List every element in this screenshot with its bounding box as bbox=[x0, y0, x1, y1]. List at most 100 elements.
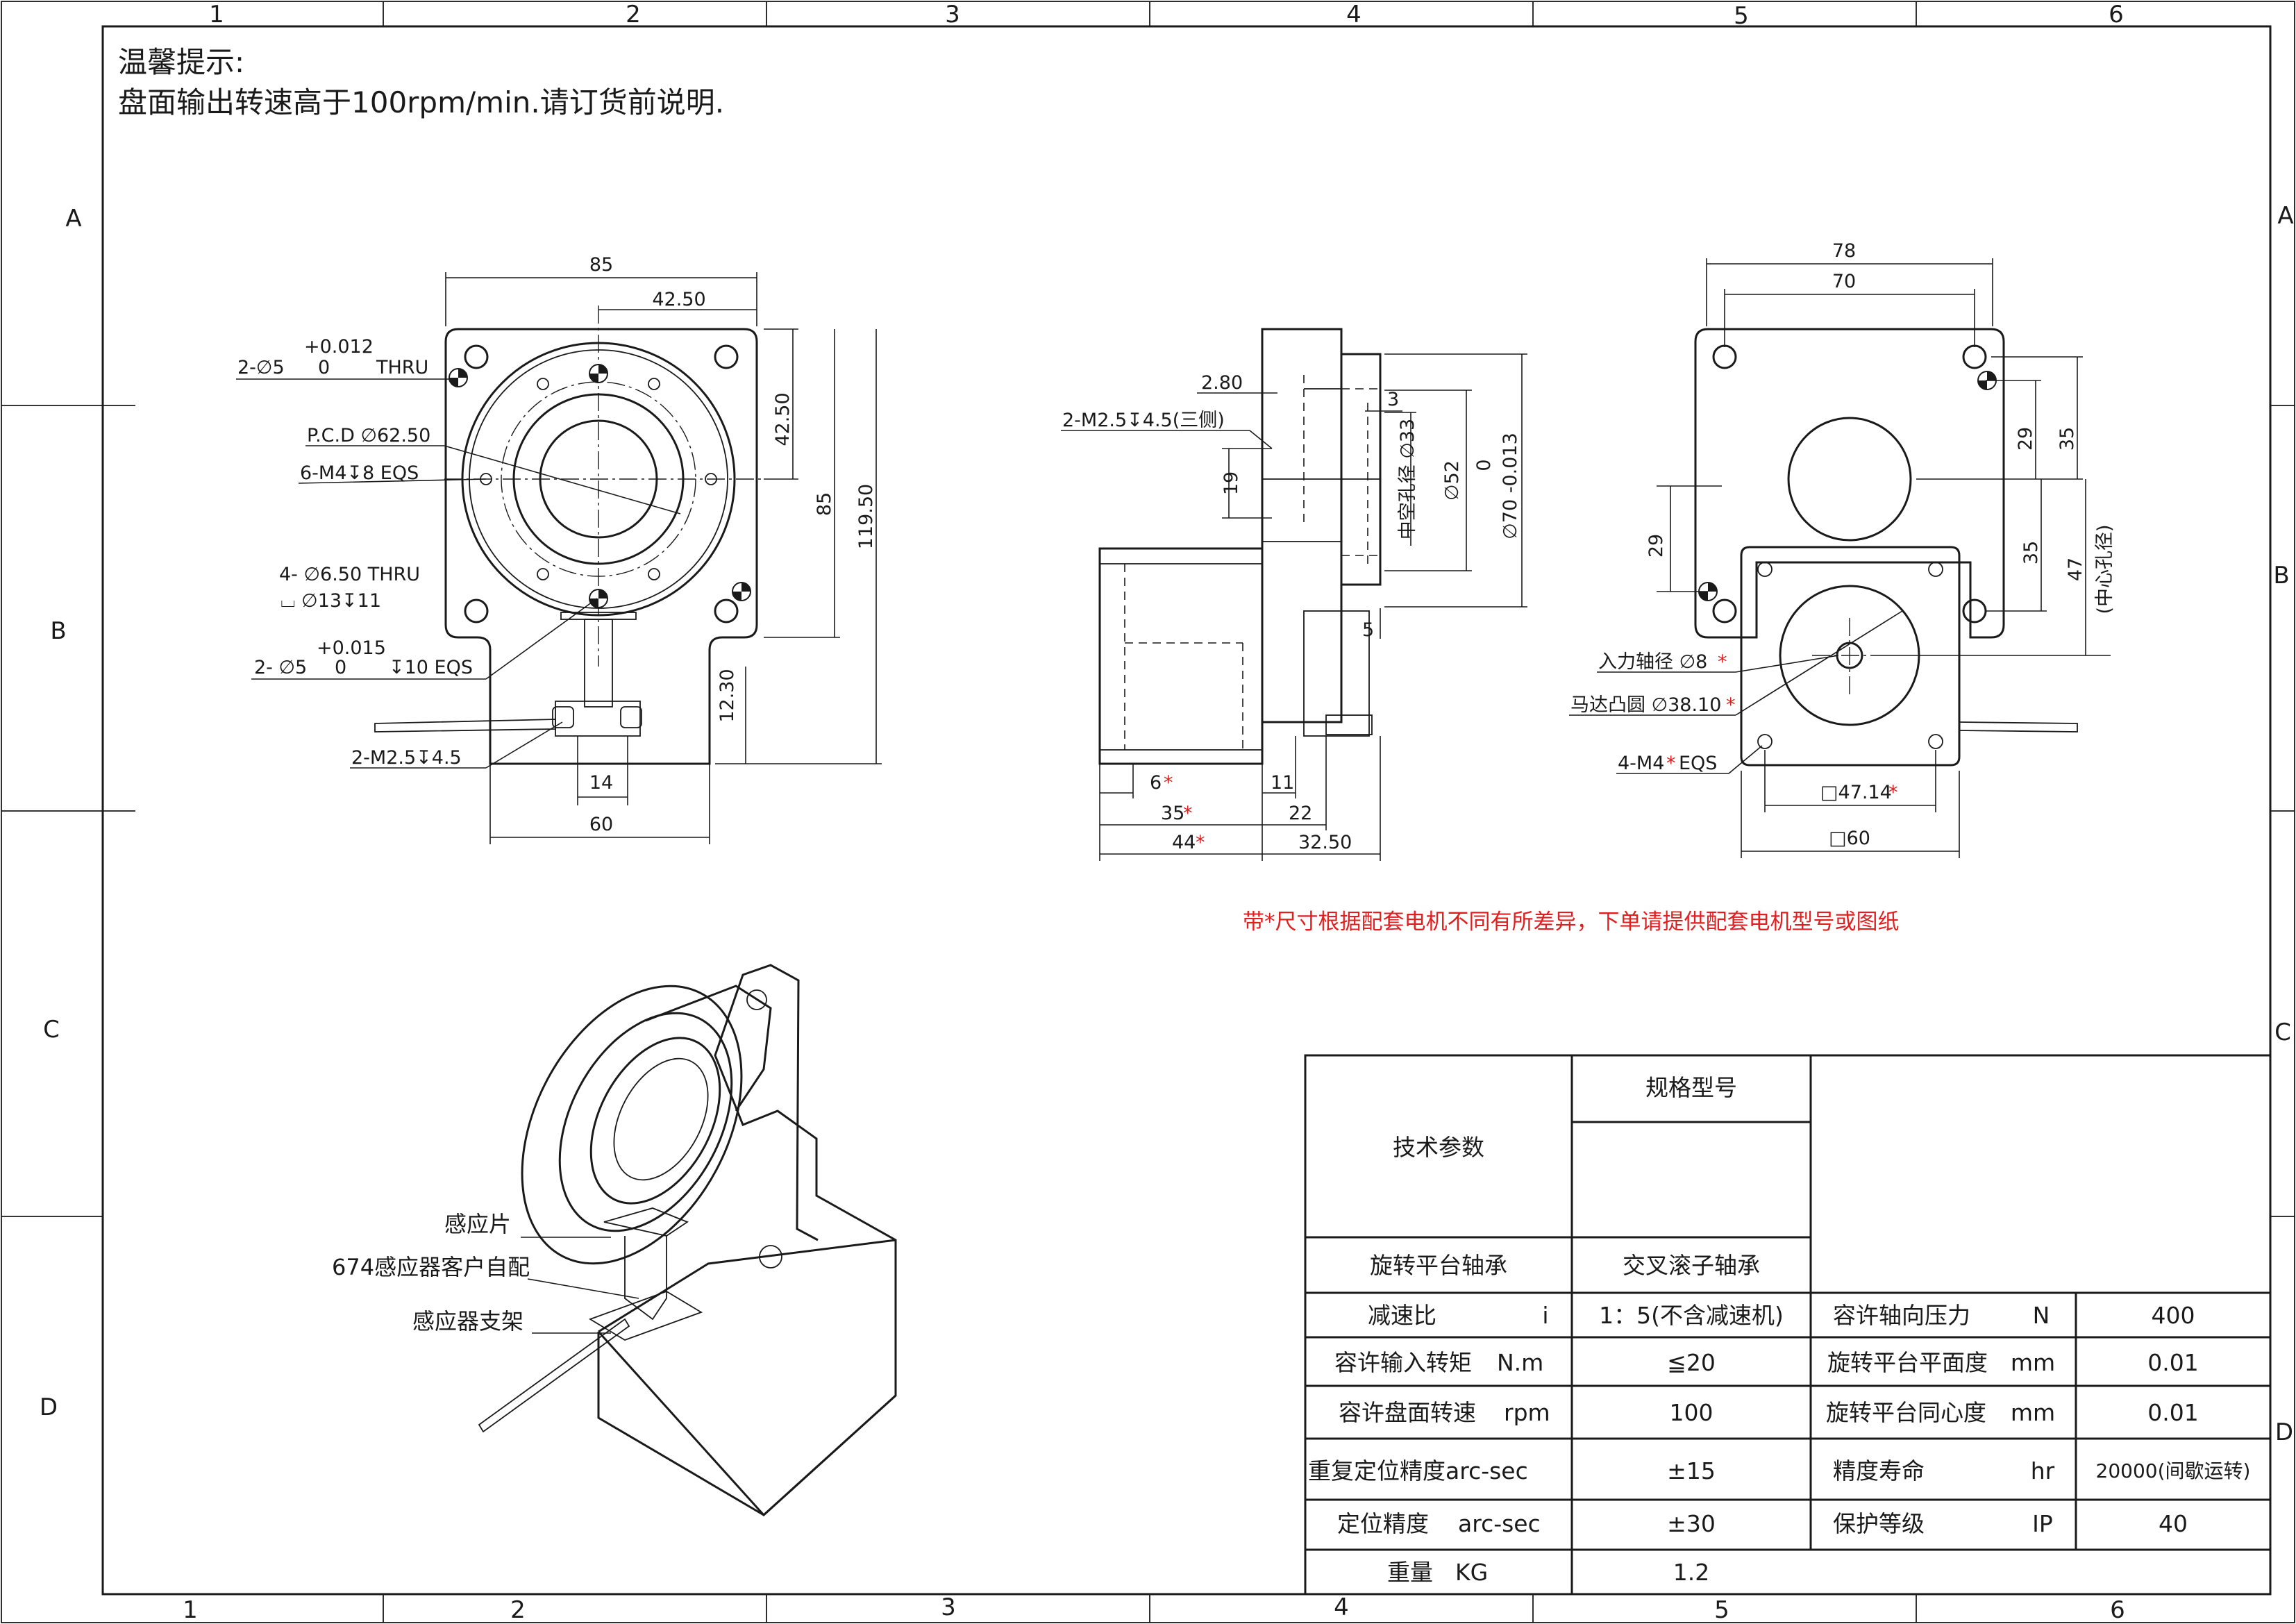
square-60-label: □60 bbox=[1829, 828, 1870, 849]
row-unit-left: arc-sec bbox=[1458, 1510, 1541, 1537]
tapped-holes bbox=[480, 378, 717, 580]
row-value-right: 400 bbox=[2152, 1302, 2195, 1329]
row-name-right: 容许轴向压力 bbox=[1833, 1302, 1970, 1329]
spec-table: 技术参数 规格型号 旋转平台轴承 交叉滚子轴承 减速比 i 1：5(不含减速机)… bbox=[1304, 1054, 2272, 1596]
dim-32-50: 32.50 bbox=[1298, 832, 1352, 853]
rear-view: 78 70 29 35 35 47 (中心孔径) 29 入力轴径 ∅8 * 马达… bbox=[1569, 240, 2115, 858]
dim-85-vertical: 85 bbox=[814, 492, 835, 516]
iso-sensor-wire bbox=[478, 1318, 630, 1433]
dim-2-80: 2.80 bbox=[1201, 372, 1243, 394]
row-name-left: 重复定位精度arc-sec bbox=[1308, 1457, 1528, 1484]
table-header-model: 规格型号 bbox=[1645, 1074, 1737, 1101]
side-sensor-block bbox=[1303, 610, 1370, 737]
row-name-left: 定位精度 bbox=[1337, 1510, 1429, 1537]
table-row: 定位精度 arc-sec ±30 保护等级 IP 40 bbox=[1337, 1510, 2188, 1537]
notice: 温馨提示: 盘面输出转速高于100rpm/min.请订货前说明. bbox=[118, 45, 724, 119]
col-label-3-bottom: 3 bbox=[941, 1593, 956, 1621]
weight-unit: KG bbox=[1455, 1559, 1488, 1586]
row-value-left: ≦20 bbox=[1667, 1349, 1716, 1376]
table-row: 重复定位精度arc-sec ±15 精度寿命 hr 20000(间歇运转) bbox=[1308, 1457, 2250, 1484]
star-44: * bbox=[1196, 832, 1205, 853]
dim-47: 47 bbox=[2065, 558, 2086, 581]
m4-tapped-label: 6-M4↧8 EQS bbox=[300, 462, 419, 484]
col-label-4: 4 bbox=[1346, 1, 1361, 28]
dim-6: 6 bbox=[1150, 772, 1162, 794]
row-name-left: 容许盘面转速 bbox=[1339, 1399, 1476, 1426]
row-label-a: A bbox=[65, 205, 81, 233]
row-label-a-right: A bbox=[2277, 202, 2293, 230]
dim-52: ∅52 bbox=[1441, 460, 1463, 501]
row-unit-right: IP bbox=[2032, 1510, 2053, 1537]
col-label-5-bottom: 5 bbox=[1714, 1596, 1729, 1624]
row-name-right: 旋转平台同心度 bbox=[1826, 1399, 1986, 1426]
row-value-left: ±15 bbox=[1667, 1457, 1716, 1484]
row-value-right: 40 bbox=[2159, 1510, 2188, 1537]
dim-85-top: 85 bbox=[589, 254, 613, 276]
center-hole-label: (中心孔径) bbox=[2094, 524, 2115, 614]
table-row: 容许盘面转速 rpm 100 旋转平台同心度 mm 0.01 bbox=[1339, 1399, 2199, 1426]
dim-35-top-right: 35 bbox=[2056, 427, 2078, 451]
rear-center-boss bbox=[1787, 417, 1912, 542]
iso-housing bbox=[521, 985, 743, 1265]
depth-10-eqs: ↧10 EQS bbox=[389, 657, 473, 678]
dim-60: 60 bbox=[589, 814, 613, 835]
row-name-left: 容许输入转矩 bbox=[1334, 1349, 1472, 1376]
m2-5-label: 2-M2.5↧4.5 bbox=[351, 747, 462, 769]
col-label-5: 5 bbox=[1734, 2, 1749, 30]
dim-35: 35 bbox=[1161, 803, 1184, 824]
star-m4: * bbox=[1666, 753, 1676, 774]
dim-19: 19 bbox=[1221, 471, 1242, 495]
star-35: * bbox=[1183, 803, 1193, 824]
row-name-right: 精度寿命 bbox=[1833, 1457, 1925, 1484]
side-flange bbox=[1340, 353, 1382, 586]
rear-motor-flange bbox=[1740, 546, 1961, 767]
dim-42-50-top: 42.50 bbox=[652, 289, 705, 310]
dim-11: 11 bbox=[1271, 772, 1294, 794]
tol-zero-70: 0 bbox=[1473, 459, 1495, 471]
counterbore-label: ⌴ ∅13↧11 bbox=[280, 590, 381, 612]
row-label-c-right: C bbox=[2274, 1019, 2291, 1046]
hole-4-650-label: 4- ∅6.50 THRU bbox=[279, 564, 420, 585]
weight-name: 重量 bbox=[1387, 1559, 1433, 1586]
dim-5: 5 bbox=[1362, 619, 1374, 641]
col-label-6-bottom: 6 bbox=[2110, 1596, 2125, 1624]
tol-plus-012: +0.012 bbox=[304, 336, 374, 358]
col-label-2: 2 bbox=[626, 1, 641, 28]
dim-14: 14 bbox=[589, 772, 613, 794]
pcd-label: P.C.D ∅62.50 bbox=[307, 425, 430, 446]
row-value-left: 1：5(不含减速机) bbox=[1599, 1302, 1784, 1329]
dim-22: 22 bbox=[1289, 803, 1312, 824]
sensor-wire bbox=[374, 719, 556, 733]
motor-variance-note: 带*尺寸根据配套电机不同有所差异，下单请提供配套电机型号或图纸 bbox=[1243, 910, 1900, 935]
m2-5-side-label: 2-M2.5↧4.5(三侧) bbox=[1062, 410, 1225, 431]
row-label-b-right: B bbox=[2273, 562, 2289, 589]
thru-label: THRU bbox=[376, 357, 428, 378]
dim-44: 44 bbox=[1172, 832, 1196, 853]
tol-zero-1: 0 bbox=[318, 357, 330, 378]
m4-rear-label: 4-M4 bbox=[1618, 753, 1664, 774]
col-label-6: 6 bbox=[2109, 1, 2124, 28]
row-unit-left: N.m bbox=[1497, 1349, 1543, 1376]
tol-zero-2: 0 bbox=[335, 657, 346, 678]
col-label-3: 3 bbox=[945, 1, 960, 28]
iso-label-bracket: 感应器支架 bbox=[412, 1308, 523, 1334]
rear-plate bbox=[1694, 328, 2005, 639]
row-unit-right: hr bbox=[2031, 1457, 2055, 1484]
row-value-left: ±30 bbox=[1667, 1510, 1716, 1537]
col-label-1: 1 bbox=[209, 1, 224, 28]
dim-3: 3 bbox=[1387, 389, 1399, 410]
notice-line: 盘面输出转速高于100rpm/min.请订货前说明. bbox=[118, 85, 724, 119]
table-row: 重量 KG 1.2 bbox=[1387, 1559, 1709, 1586]
row-unit-left: i bbox=[1542, 1302, 1548, 1329]
dim-42-50-vertical: 42.50 bbox=[772, 392, 794, 446]
dim-70-rear: 70 bbox=[1832, 271, 1856, 292]
table-row: 容许输入转矩 N.m ≦20 旋转平台平面度 mm 0.01 bbox=[1334, 1349, 2199, 1376]
row-value-right: 20000(间歇运转) bbox=[2096, 1459, 2251, 1482]
row-value-right: 0.01 bbox=[2147, 1349, 2198, 1376]
col-label-4-bottom: 4 bbox=[1334, 1593, 1349, 1621]
dim-78: 78 bbox=[1832, 240, 1856, 262]
star-sq: * bbox=[1888, 782, 1898, 803]
eqs-label: EQS bbox=[1679, 753, 1717, 774]
